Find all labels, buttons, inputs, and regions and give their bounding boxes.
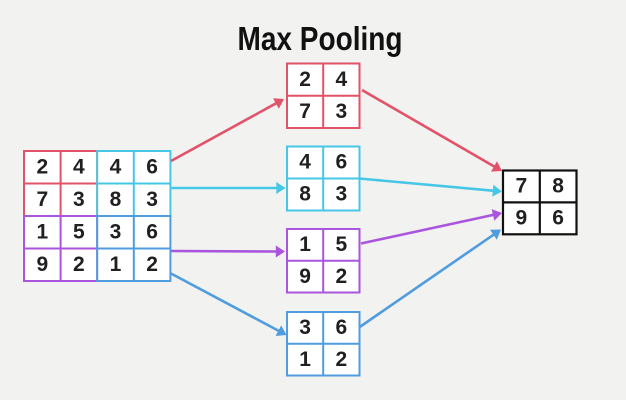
svg-text:8: 8 — [299, 183, 311, 206]
svg-text:3: 3 — [110, 220, 122, 243]
svg-text:3: 3 — [299, 316, 311, 339]
svg-text:7: 7 — [36, 188, 48, 211]
svg-text:6: 6 — [552, 207, 564, 230]
svg-text:5: 5 — [73, 220, 85, 243]
svg-text:1: 1 — [36, 220, 48, 243]
svg-text:2: 2 — [73, 253, 85, 276]
svg-text:4: 4 — [110, 155, 122, 178]
svg-text:9: 9 — [516, 207, 528, 230]
svg-text:3: 3 — [336, 100, 348, 123]
svg-text:2: 2 — [299, 68, 311, 91]
svg-text:2: 2 — [336, 265, 348, 288]
svg-text:9: 9 — [36, 253, 48, 276]
svg-text:4: 4 — [336, 68, 348, 91]
svg-text:4: 4 — [299, 151, 311, 174]
svg-text:4: 4 — [73, 155, 85, 178]
svg-text:3: 3 — [336, 183, 348, 206]
svg-text:3: 3 — [73, 188, 85, 211]
svg-text:3: 3 — [146, 188, 158, 211]
svg-text:5: 5 — [336, 233, 348, 256]
svg-text:9: 9 — [299, 265, 311, 288]
svg-text:2: 2 — [146, 253, 158, 276]
svg-text:6: 6 — [146, 155, 158, 178]
svg-text:1: 1 — [110, 253, 122, 276]
svg-text:1: 1 — [299, 233, 311, 256]
svg-text:8: 8 — [552, 175, 564, 198]
svg-text:7: 7 — [299, 100, 311, 123]
svg-text:6: 6 — [146, 220, 158, 243]
svg-text:6: 6 — [336, 316, 348, 339]
svg-text:1: 1 — [299, 348, 311, 371]
svg-text:6: 6 — [336, 151, 348, 174]
svg-text:8: 8 — [110, 188, 122, 211]
svg-text:2: 2 — [36, 155, 48, 178]
svg-text:Max Pooling: Max Pooling — [238, 20, 403, 57]
svg-text:2: 2 — [336, 348, 348, 371]
svg-text:7: 7 — [516, 175, 528, 198]
